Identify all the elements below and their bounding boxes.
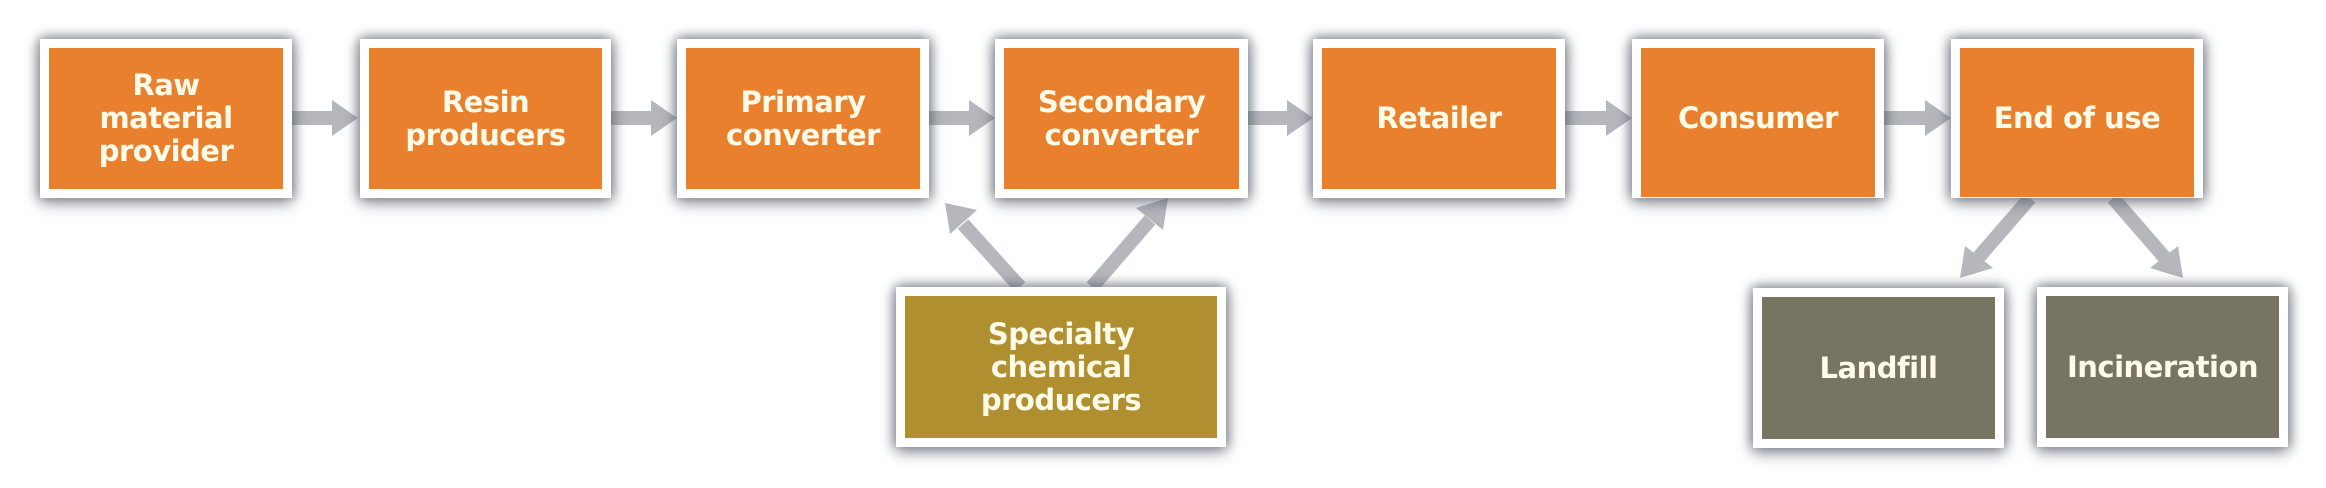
arrow-end-to-incineration-head bbox=[2150, 246, 2183, 278]
node-incineration: Incineration bbox=[2037, 287, 2288, 447]
arrow-consumer-to-end bbox=[1884, 100, 1951, 136]
node-label: Resin producers bbox=[369, 48, 602, 189]
arrow-end-to-landfill-head bbox=[1960, 246, 1993, 278]
node-label: Raw material provider bbox=[49, 48, 283, 189]
node-landfill: Landfill bbox=[1753, 288, 2004, 448]
arrow-primary-to-secondary bbox=[929, 100, 995, 136]
node-label: Consumer bbox=[1641, 48, 1875, 197]
arrow-end-to-incineration-shaft bbox=[2107, 193, 2171, 263]
arrow-specialty-to-secondary-head bbox=[1136, 198, 1168, 230]
node-label: Primary converter bbox=[686, 48, 920, 189]
arrow-end-to-landfill-shaft bbox=[1972, 193, 2036, 263]
node-retailer: Retailer bbox=[1313, 39, 1565, 198]
node-label: Landfill bbox=[1762, 297, 1995, 439]
arrow-specialty-to-primary-head bbox=[945, 203, 977, 234]
node-resin-producers: Resin producers bbox=[360, 39, 611, 198]
arrow-secondary-to-retailer bbox=[1248, 100, 1313, 136]
arrow-specialty-to-primary-shaft bbox=[957, 219, 1026, 292]
arrow-specialty-to-secondary-shaft bbox=[1086, 215, 1156, 292]
node-label: End of use bbox=[1960, 48, 2194, 197]
arrow-raw-to-resin bbox=[292, 100, 358, 136]
node-secondary-converter: Secondary converter bbox=[995, 39, 1248, 198]
node-label: Incineration bbox=[2046, 296, 2279, 438]
node-primary-converter: Primary converter bbox=[677, 39, 929, 198]
arrow-retailer-to-consumer bbox=[1565, 100, 1632, 136]
node-label: Secondary converter bbox=[1004, 48, 1239, 189]
node-label: Retailer bbox=[1322, 48, 1556, 189]
node-label: Specialty chemical producers bbox=[905, 296, 1217, 438]
arrow-resin-to-primary bbox=[611, 100, 677, 136]
node-raw-material-provider: Raw material provider bbox=[40, 39, 292, 198]
node-consumer: Consumer bbox=[1632, 39, 1884, 198]
node-end-of-use: End of use bbox=[1951, 39, 2203, 198]
node-specialty-chemical-producers: Specialty chemical producers bbox=[896, 287, 1226, 447]
